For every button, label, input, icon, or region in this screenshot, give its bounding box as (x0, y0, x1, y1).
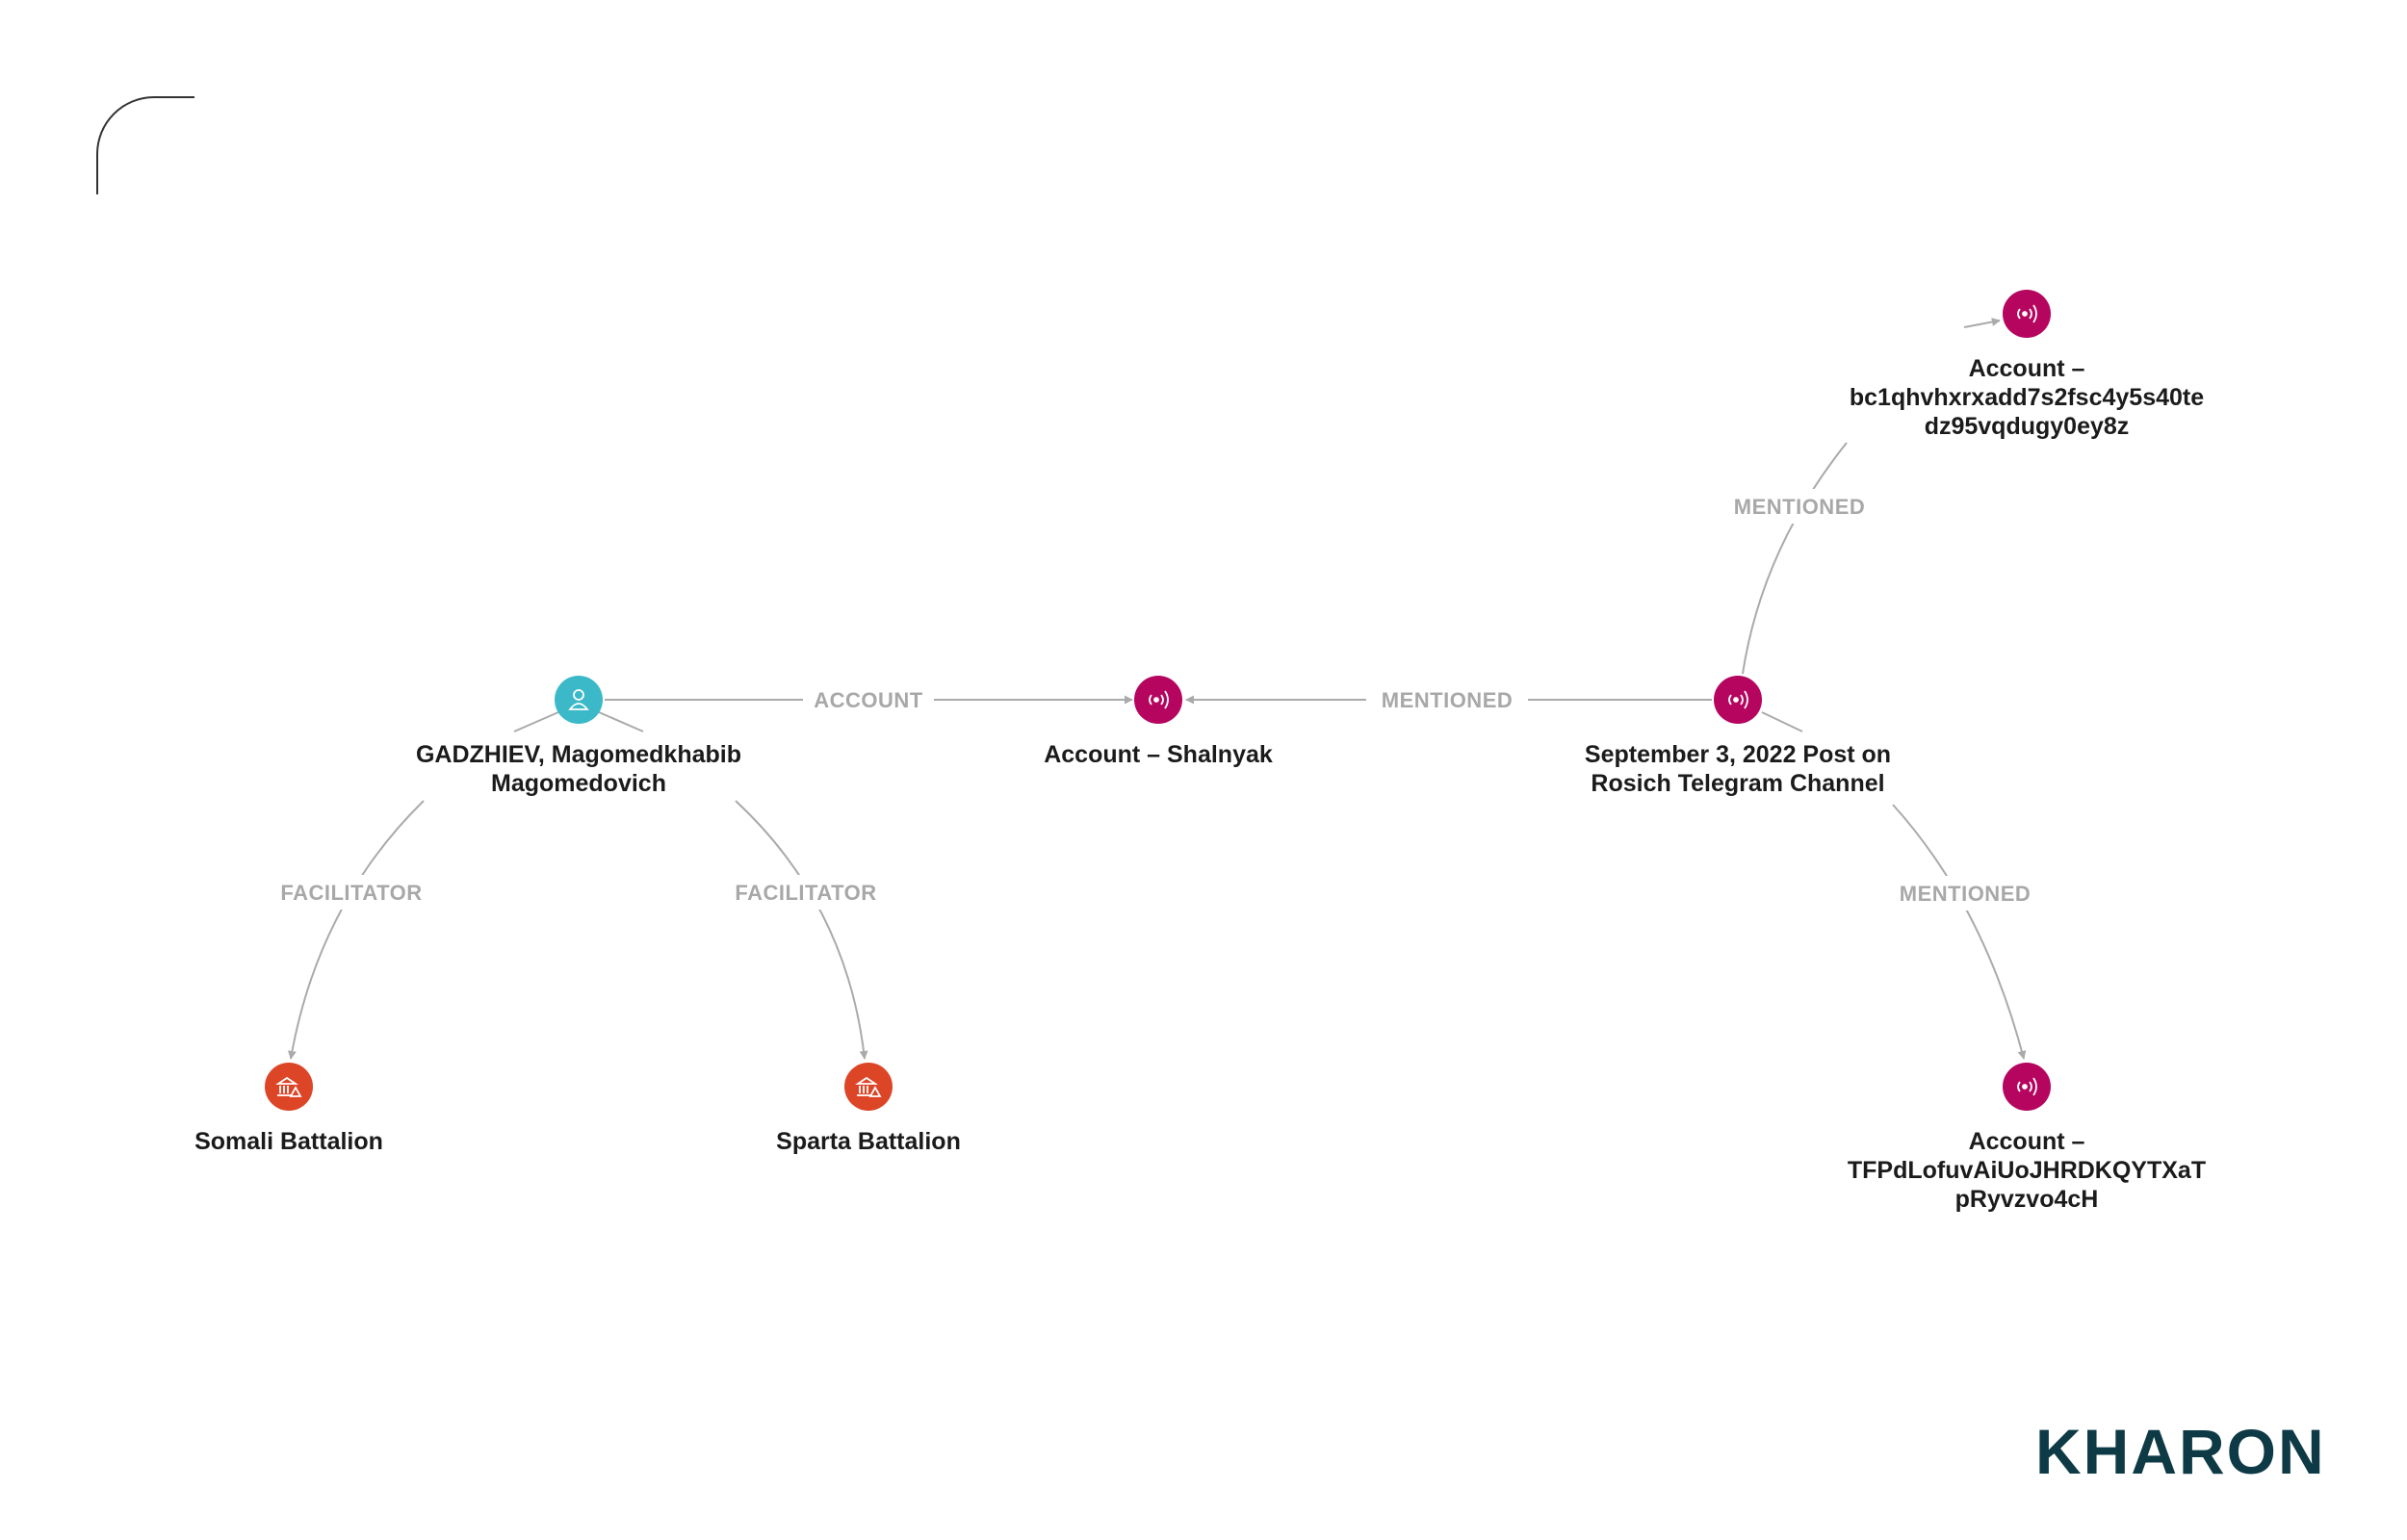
edge-tail-0 (513, 711, 559, 732)
node-label-line: dz95vqdugy0ey8z (1924, 413, 2130, 440)
kharon-logo: KHARON (2035, 1415, 2326, 1488)
node-label-line: Somali Battalion (194, 1128, 383, 1155)
node-label-line: Account – (1968, 1128, 2085, 1155)
node-label-line: Magomedovich (491, 770, 666, 797)
signal-icon (1728, 690, 1748, 709)
node-label-line: September 3, 2022 Post on (1584, 741, 1892, 768)
node-label-line: GADZHIEV, Magomedkhabib (415, 741, 741, 768)
edge-label-background (803, 682, 934, 717)
node-somali[interactable] (265, 1063, 313, 1111)
edge-post-to-tron (1892, 804, 2027, 1060)
edge-label-background (710, 875, 902, 910)
node-label-somali: Somali Battalion (87, 1127, 491, 1156)
corner-bracket-decoration (96, 96, 194, 194)
edge-tail-2 (1761, 711, 1803, 732)
node-label-line: Sparta Battalion (776, 1128, 961, 1155)
person-icon (568, 689, 589, 710)
edge-label-background (255, 875, 448, 910)
edge-label-e2: MENTIONED (1382, 688, 1514, 712)
logo-text: KHARON (2035, 1416, 2326, 1487)
signal-icon (1149, 690, 1169, 709)
edge-post-to-btc (1742, 442, 1848, 675)
edge-label-e1: ACCOUNT (814, 688, 923, 712)
sanctioned-building-icon (275, 1076, 302, 1097)
edge-label-e5: FACILITATOR (280, 881, 422, 905)
node-label-sparta: Sparta Battalion (666, 1127, 1071, 1156)
node-label-line: pRyvzvo4cH (1954, 1186, 2099, 1213)
signal-icon (2017, 1077, 2037, 1096)
edge-label-background (1719, 489, 1880, 524)
edge-label-background (1366, 682, 1528, 717)
sanctioned-building-icon (855, 1076, 882, 1097)
edge-label-e6: FACILITATOR (735, 881, 876, 905)
node-label-line: TFPdLofuvAiUoJHRDKQYTXaT (1847, 1157, 2207, 1184)
signal-icon (2017, 304, 2037, 323)
node-label-line: Account – (1968, 355, 2085, 382)
edge-label-e4: MENTIONED (1900, 882, 2032, 906)
node-label-shalnyak: Account – Shalnyak (956, 740, 1360, 769)
node-label-line: bc1qhvhxrxadd7s2fsc4y5s40te (1849, 384, 2205, 411)
node-label-line: Rosich Telegram Channel (1591, 770, 1885, 797)
edge-arrowhead-segment (1963, 318, 2001, 328)
edge-person-to-somali (287, 800, 425, 1060)
edge-label-background (1884, 876, 2046, 911)
node-label-line: Account – Shalnyak (1044, 741, 1273, 768)
edge-person-to-sparta (735, 800, 868, 1060)
edge-label-e3: MENTIONED (1734, 495, 1866, 519)
edge-tail-1 (598, 711, 644, 732)
node-sparta[interactable] (844, 1063, 893, 1111)
